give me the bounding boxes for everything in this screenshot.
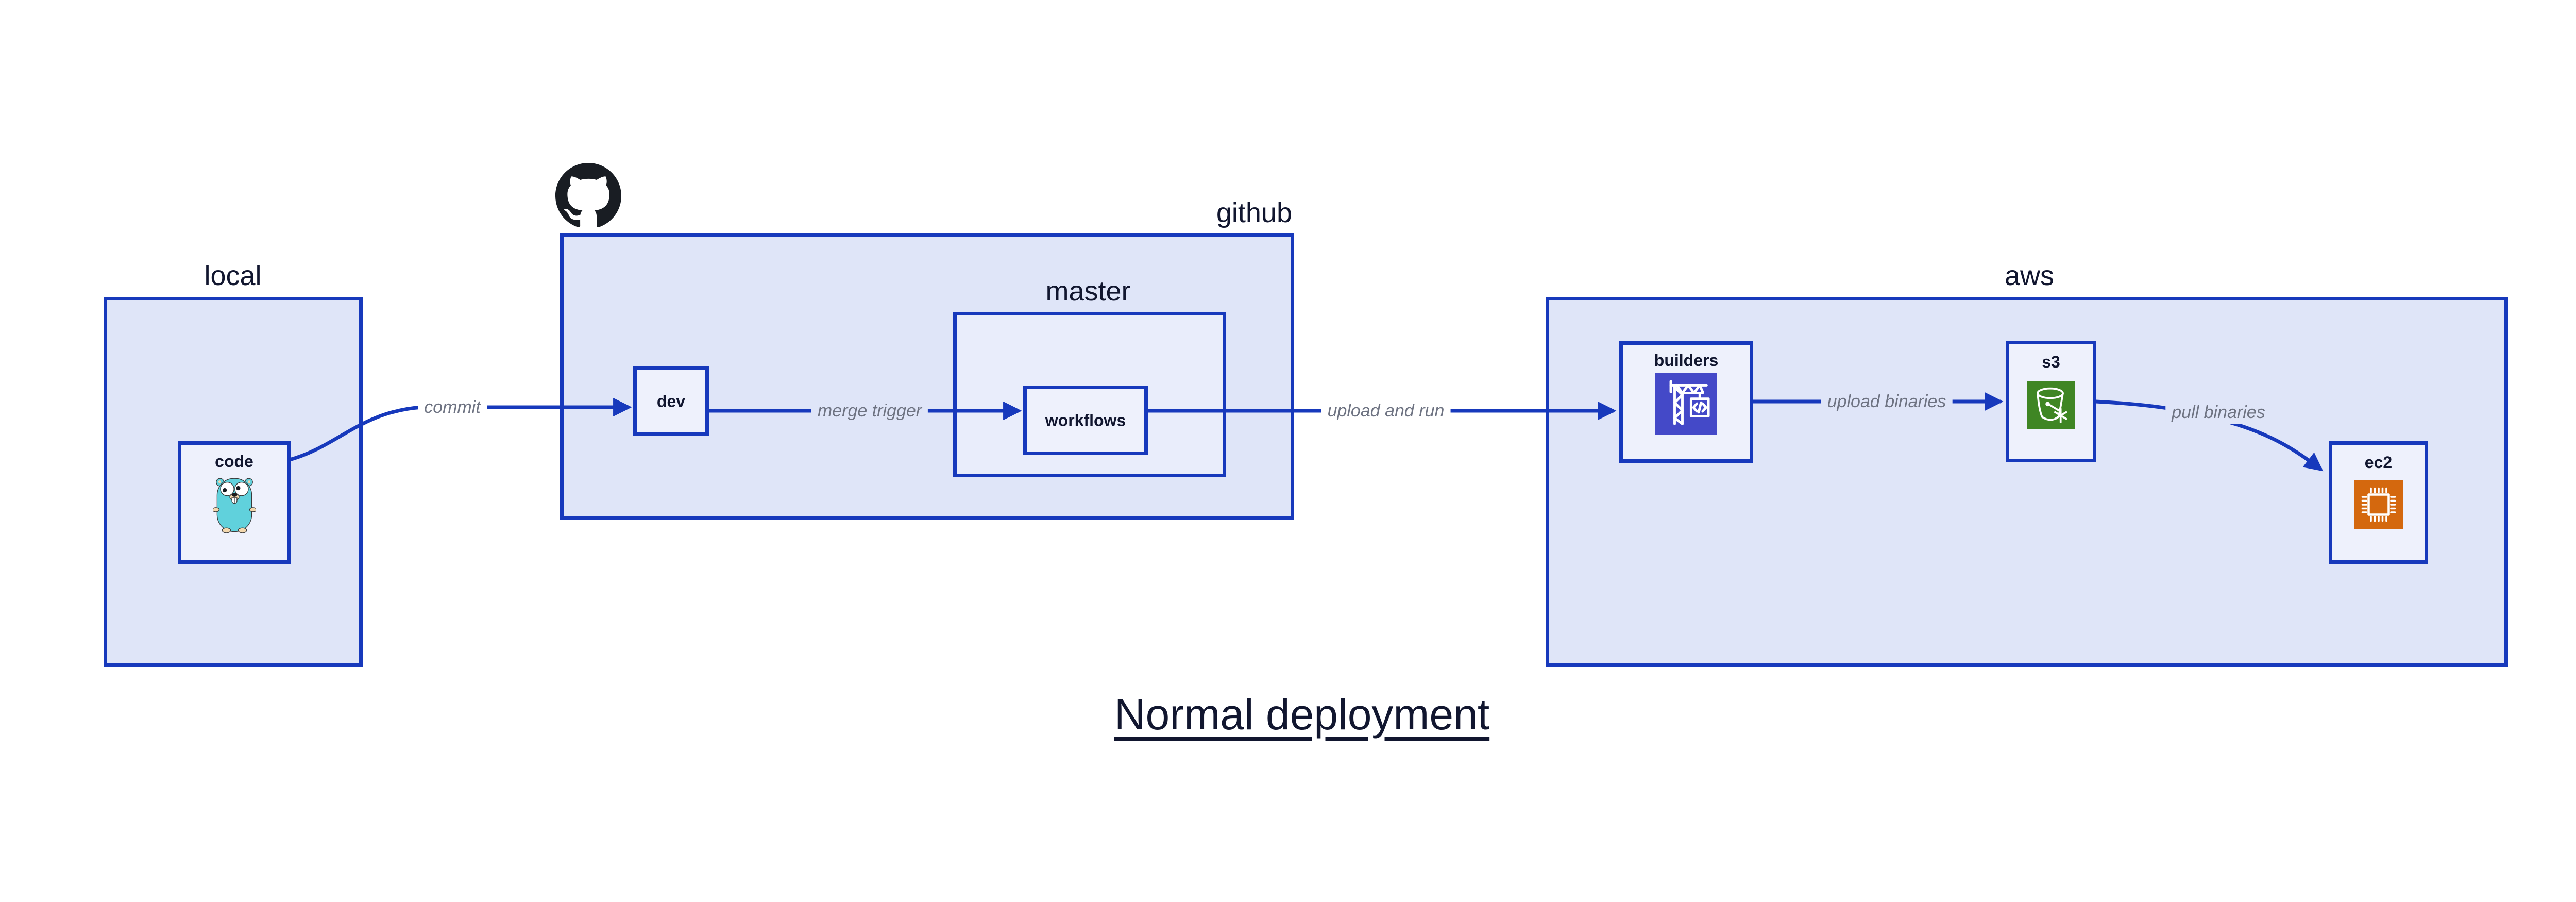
s3-glacier-bucket-icon xyxy=(2027,381,2075,429)
dev-label: dev xyxy=(656,392,686,410)
node-workflows: workflows xyxy=(1023,386,1148,455)
workflows-label: workflows xyxy=(1045,411,1126,429)
node-builders: builders xyxy=(1619,341,1753,463)
builders-label: builders xyxy=(1654,351,1719,370)
node-s3: s3 xyxy=(2006,341,2096,462)
master-label: master xyxy=(1045,276,1131,307)
code-label: code xyxy=(215,452,253,471)
commit-edge-label: commit xyxy=(418,395,487,419)
diagram-title: Normal deployment xyxy=(1114,690,1490,739)
ec2-label: ec2 xyxy=(2364,453,2393,472)
node-code: code xyxy=(178,441,291,564)
aws-label: aws xyxy=(2004,260,2055,291)
node-dev: dev xyxy=(633,366,709,436)
github-label: github xyxy=(1216,197,1292,228)
node-ec2: ec2 xyxy=(2329,441,2428,564)
s3-label: s3 xyxy=(2042,353,2060,371)
upload-binaries-edge-label: upload binaries xyxy=(1821,390,1953,413)
ec2-chip-icon xyxy=(2353,480,2403,529)
merge-trigger-edge-label: merge trigger xyxy=(811,399,928,423)
octocat-icon xyxy=(555,163,621,227)
upload-and-run-edge-label: upload and run xyxy=(1321,399,1451,423)
codebuild-crane-icon xyxy=(1655,373,1717,435)
go-gopher-icon xyxy=(213,478,256,533)
local-label: local xyxy=(204,260,262,291)
pull-binaries-edge-label: pull binaries xyxy=(2165,400,2272,424)
